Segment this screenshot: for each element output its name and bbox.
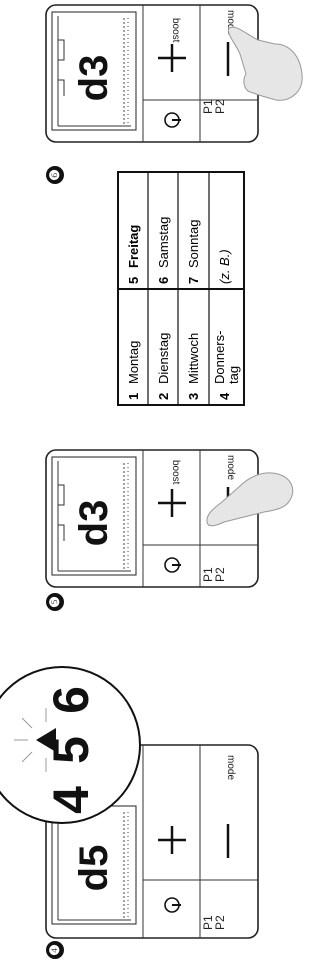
thermostat-step-6: d3 boost mode P1 P2 (45, 4, 303, 143)
day-name: (z. B.) (217, 249, 232, 284)
power-icon[interactable] (164, 112, 181, 128)
boost-label: boost (170, 18, 181, 43)
day-name: Montag (126, 341, 141, 384)
mode-label: mode (225, 455, 236, 480)
p2-label: P2 (213, 99, 227, 114)
day-name: Freitag (126, 225, 141, 268)
p2-label: P2 (213, 915, 227, 930)
selection-arrow-icon (36, 728, 56, 752)
plus-button[interactable] (150, 20, 192, 96)
pointing-hand-icon (227, 26, 303, 101)
lcd-value: d3 (72, 55, 116, 102)
zoom-digit: 6 (43, 686, 99, 714)
day-num: 7 (186, 277, 201, 284)
p2-label: P2 (213, 567, 227, 582)
plus-button[interactable] (150, 800, 192, 876)
day-name: Mittwoch (186, 333, 201, 384)
step-5-badge: ❺ (46, 593, 64, 611)
lcd-value: d3 (72, 500, 116, 547)
pointing-hand-icon (206, 472, 294, 527)
zoom-digit: 4 (43, 786, 99, 814)
step-4-badge: ❹ (46, 941, 64, 959)
day-name: Samstag (156, 217, 171, 268)
day-num: 6 (156, 277, 171, 284)
p1-label: P1 (201, 567, 215, 582)
power-icon[interactable] (164, 897, 181, 913)
p1-label: P1 (201, 99, 215, 114)
lcd-display: d3 (51, 456, 137, 576)
day-name: Sonntag (186, 220, 201, 268)
svg-text:❻: ❻ (47, 169, 62, 181)
day-num: 5 (126, 277, 141, 284)
lcd-display: d3 (51, 11, 137, 131)
blink-rays-icon (14, 708, 47, 772)
svg-text:❺: ❺ (47, 596, 62, 608)
power-icon[interactable] (164, 557, 181, 573)
day-name-cont: tag (226, 366, 241, 384)
boost-label: boost (170, 460, 181, 485)
day-num: 3 (186, 393, 201, 400)
plus-button[interactable] (150, 465, 192, 541)
mode-label: mode (225, 755, 236, 780)
step-6-badge: ❻ (46, 166, 64, 184)
lcd-value: d5 (72, 845, 116, 892)
minus-button[interactable] (206, 20, 252, 96)
day-table: 5 Freitag 6 Samstag 7 Sonntag (z. B.) 1 … (117, 171, 245, 406)
mode-label: mode (225, 10, 236, 35)
day-num: 4 (217, 392, 232, 400)
svg-text:❹: ❹ (47, 944, 62, 956)
day-name: Dienstag (156, 333, 171, 384)
p1-label: P1 (201, 915, 215, 930)
thermostat-step-5: d3 boost mode P1 P2 (45, 449, 294, 588)
minus-button[interactable] (206, 800, 252, 876)
day-num: 2 (156, 393, 171, 400)
zoom-magnifier: 4 5 6 (0, 666, 141, 824)
lcd-display: d5 (51, 805, 137, 925)
day-name: Donners- (212, 331, 227, 384)
day-num: 1 (126, 393, 141, 400)
